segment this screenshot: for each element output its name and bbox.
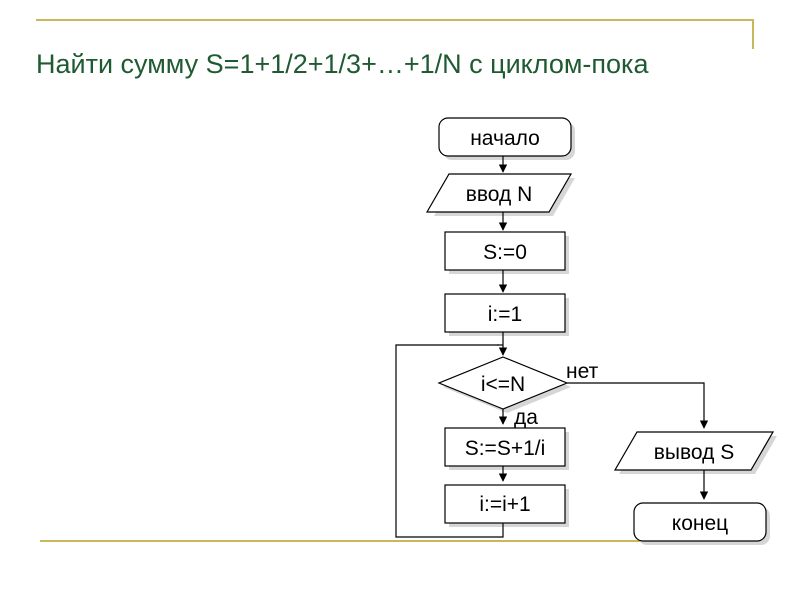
output-label: вывод S	[654, 441, 734, 464]
increment-i-label: i:=i+1	[479, 493, 530, 516]
output-parallelogram: вывод S	[613, 431, 777, 474]
connector-no-output	[567, 382, 709, 429]
input-parallelogram: ввод N	[425, 173, 575, 216]
input-label: ввод N	[466, 183, 533, 206]
start-terminator: начало	[438, 117, 575, 160]
end-label: конец	[672, 512, 728, 535]
init-i-label: i:=1	[488, 303, 522, 326]
branch-yes-label: да	[514, 406, 538, 429]
condition-label: i<=N	[481, 373, 525, 396]
slide-title: Найти сумму S=1+1/2+1/3+…+1/N с циклом-п…	[36, 49, 649, 79]
condition-decision: i<=N	[437, 356, 571, 413]
update-s-process: S:=S+1/i	[444, 427, 569, 470]
branch-no-label: нет	[566, 360, 599, 383]
frame-line-top	[36, 19, 754, 21]
init-i-process: i:=1	[444, 293, 569, 336]
update-s-label: S:=S+1/i	[465, 437, 546, 460]
end-terminator: конец	[633, 502, 770, 545]
connector-loop-back	[395, 344, 504, 538]
start-label: начало	[470, 127, 540, 150]
init-s-label: S:=0	[483, 241, 527, 264]
init-s-process: S:=0	[444, 231, 569, 274]
increment-i-process: i:=i+1	[444, 484, 569, 527]
frame-line-right	[752, 19, 754, 49]
frame-line-bottom	[40, 540, 766, 542]
